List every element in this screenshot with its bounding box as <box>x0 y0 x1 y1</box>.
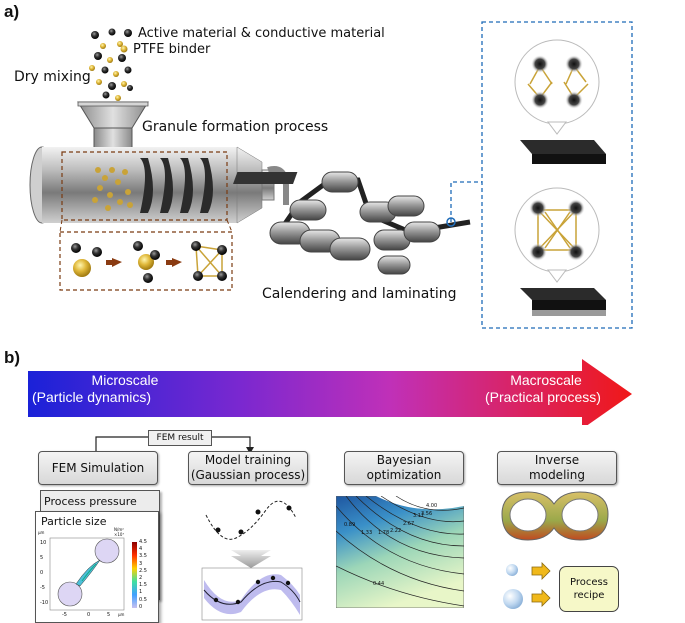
electrode-inset <box>481 21 633 329</box>
colorbar-header: N/m²×10⁷ <box>114 527 125 537</box>
calendering-label: Calendering and laminating <box>262 286 457 302</box>
contour-label-3: 2.22 <box>390 528 402 534</box>
contour-label-1: 1.33 <box>361 530 373 536</box>
panel-b-label: b) <box>4 348 21 367</box>
card-process-pressure-title: Process pressure <box>44 495 137 508</box>
legend-binder-label: PTFE binder <box>133 42 211 57</box>
x-axis-unit: µm <box>118 612 125 617</box>
gaussian-process-plots <box>201 500 303 621</box>
dry-mixing-label: Dry mixing <box>14 69 91 85</box>
falling-particles <box>89 28 133 115</box>
fem-plot <box>49 537 137 611</box>
contour-label-8: 0.44 <box>373 581 385 587</box>
particle-dynamics-label: (Particle dynamics) <box>32 389 152 405</box>
contour-label-5: 3.11 <box>413 513 425 519</box>
contour-label-4: 2.67 <box>403 521 415 527</box>
contour-label-2: 1.78 <box>378 530 390 536</box>
x-tick-0: 0 <box>87 612 91 618</box>
calender-rollers <box>233 171 482 275</box>
contour-label-6: 3.56 <box>421 511 433 517</box>
microscale-label: Microscale <box>91 372 159 388</box>
panel-a-illustration <box>29 21 633 329</box>
legend-binder-marker <box>120 45 128 53</box>
step-fem-simulation: FEM Simulation <box>38 451 158 485</box>
contour-label-0: 0.89 <box>344 522 356 528</box>
bayesian-contour-plot <box>336 496 464 608</box>
x-tick-neg5: -5 <box>62 612 67 618</box>
process-recipe-box: Process recipe <box>559 566 619 612</box>
scale-arrow <box>28 359 632 425</box>
step-model-training: Model training(Gaussian process) <box>188 451 308 485</box>
inverse-modeling-graphic <box>501 491 609 609</box>
legend-active-marker <box>124 29 132 37</box>
contour-label-7: 4.00 <box>426 503 438 509</box>
y-axis-unit: µm <box>38 530 45 535</box>
panel-a-label: a) <box>4 2 20 21</box>
x-tick-5: 5 <box>107 612 111 618</box>
fem-result-badge: FEM result <box>148 430 212 446</box>
extruder-barrel <box>29 146 289 224</box>
card-particle-size: Particle size <box>35 511 159 623</box>
granule-formation-label: Granule formation process <box>142 119 329 135</box>
legend-active-label: Active material & conductive material <box>138 26 385 41</box>
macroscale-label: Macroscale <box>510 372 582 388</box>
practical-process-label: (Practical process) <box>485 389 601 405</box>
granule-zoom-box <box>59 219 233 291</box>
card-particle-size-title: Particle size <box>41 515 107 528</box>
dual-ring-mold <box>501 491 609 541</box>
